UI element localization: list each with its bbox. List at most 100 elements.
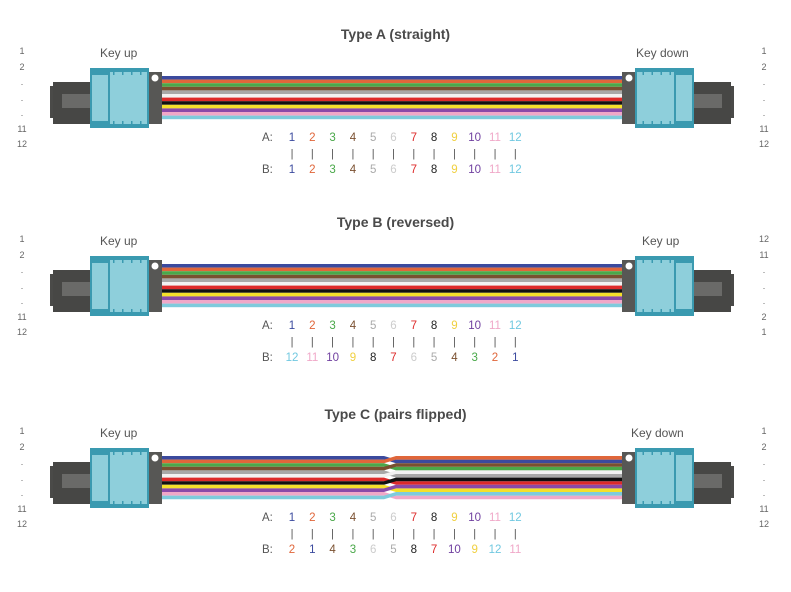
pin-number: 1 [761, 426, 767, 436]
cable-drawing [50, 256, 734, 316]
connection-line: | [432, 148, 436, 160]
connection-line: | [290, 148, 294, 160]
pin-number: 11 [17, 311, 27, 322]
pin-number: . [762, 457, 766, 467]
fiber-number: 12 [508, 164, 522, 176]
fiber-number: 9 [451, 132, 458, 144]
fiber-number: 7 [390, 352, 397, 364]
connection-line: | [351, 336, 355, 348]
pin-number: 2 [19, 61, 25, 72]
fiber-number: 12 [285, 352, 299, 364]
panel-title: Type C (pairs flipped) [324, 406, 467, 422]
fiber-number: 6 [390, 132, 397, 144]
fiber-number: 2 [288, 544, 296, 556]
fiber-number: 3 [329, 132, 336, 144]
connection-line: | [452, 336, 456, 348]
fiber-1 [162, 76, 622, 80]
fiber-number: 2 [309, 320, 316, 332]
boot-slot [62, 474, 94, 488]
fiber-number: 1 [309, 544, 316, 556]
pin-number: 12 [758, 139, 769, 149]
ferrule [149, 452, 162, 504]
pin-number: 12 [16, 139, 27, 149]
fiber-number: 11 [509, 544, 522, 556]
fiber-number: 4 [349, 132, 357, 144]
connection-line: | [513, 528, 517, 540]
fiber-10 [162, 108, 622, 112]
pin-number: 2 [761, 441, 767, 452]
fiber-4 [162, 463, 622, 471]
pin-number: . [762, 265, 766, 275]
boot-tip [730, 466, 734, 498]
fiber-number: 8 [430, 512, 438, 524]
pin-number: 1 [19, 426, 25, 436]
fiber-number: 2 [309, 512, 316, 524]
pin-number: . [20, 488, 24, 498]
ferrule [622, 260, 635, 312]
boot-slot [690, 94, 722, 108]
fiber-number: 5 [430, 352, 438, 364]
fiber-12 [162, 303, 622, 308]
fiber-6 [162, 470, 622, 478]
right-connector [622, 448, 734, 508]
fiber-3 [162, 271, 622, 275]
right-connector [622, 256, 734, 316]
pin-number: 12 [758, 519, 769, 529]
fiber-number: 12 [508, 512, 522, 524]
right-key-label: Key down [636, 46, 689, 60]
fiber-number: 1 [288, 132, 296, 144]
fiber-number: 11 [306, 352, 319, 364]
connection-line: | [290, 336, 294, 348]
connection-line: | [493, 336, 497, 348]
fiber-number: 6 [369, 544, 377, 556]
fiber-number: 10 [468, 132, 482, 144]
row-label: A: [262, 512, 273, 524]
fiber-number: 3 [349, 544, 357, 556]
right-connector [622, 68, 734, 128]
fiber-number: 8 [430, 164, 438, 176]
key-pin-dot [151, 74, 159, 82]
pin-number: 1 [19, 234, 25, 244]
row-label: B: [262, 164, 273, 176]
pin-number: . [762, 472, 766, 483]
ferrule [622, 72, 635, 124]
connection-line: | [412, 336, 416, 348]
connection-line: | [310, 336, 314, 348]
fiber-number: 8 [369, 352, 377, 364]
pin-number: 2 [761, 61, 767, 72]
fiber-number: 10 [468, 512, 482, 524]
connection-line: | [473, 528, 477, 540]
fiber-ribbon [162, 456, 622, 500]
connection-line: | [513, 336, 517, 348]
fiber-8 [162, 101, 622, 105]
connection-line: | [290, 528, 294, 540]
pin-number: . [20, 77, 24, 87]
fiber-number: 1 [288, 512, 296, 524]
pin-number: 11 [759, 123, 769, 134]
fiber-number: 8 [430, 320, 438, 332]
fiber-number: 4 [451, 352, 458, 364]
row-label: B: [262, 352, 273, 364]
fiber-6 [162, 94, 622, 98]
fiber-number: 7 [410, 132, 417, 144]
pin-number: . [762, 296, 766, 306]
fiber-number: 1 [512, 352, 519, 364]
fiber-number: 11 [489, 132, 501, 144]
fiber-number: 9 [451, 512, 458, 524]
pin-number: . [762, 280, 766, 291]
connection-line: | [331, 528, 335, 540]
pin-number: 11 [17, 503, 27, 514]
fiber-number: 10 [447, 544, 461, 556]
connection-line: | [452, 528, 456, 540]
fiber-number: 3 [329, 164, 336, 176]
fiber-7 [162, 285, 622, 290]
fiber-number: 12 [488, 544, 502, 556]
fiber-3 [162, 83, 622, 87]
right-key-label: Key down [631, 426, 684, 440]
ferrule [622, 452, 635, 504]
pin-number: . [20, 280, 24, 291]
